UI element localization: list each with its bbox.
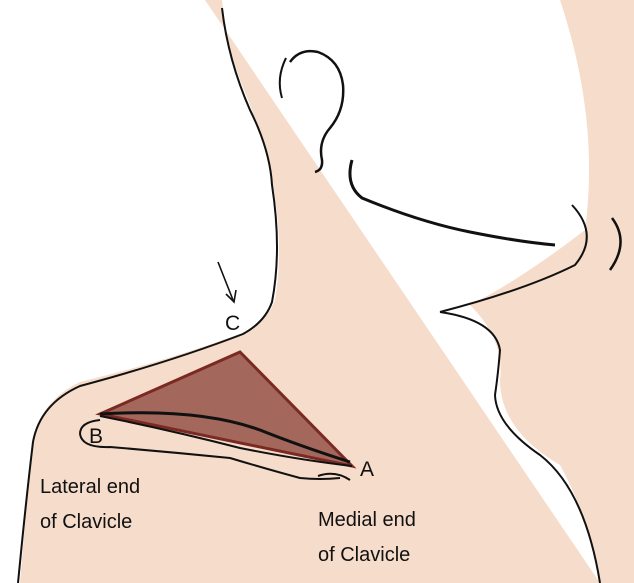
lateral-end-label-line2: of Clavicle — [40, 511, 132, 533]
point-a-label: A — [360, 458, 374, 481]
arrow-shaft — [218, 262, 233, 300]
medial-end-label-line1: Medial end — [318, 509, 416, 531]
ear-inner — [280, 58, 286, 98]
point-b-label: B — [89, 425, 103, 448]
jaw-line — [350, 160, 555, 245]
lateral-end-label-line1: Lateral end — [40, 476, 140, 498]
point-c-label: C — [225, 312, 240, 335]
medial-end-label-line2: of Clavicle — [318, 544, 410, 566]
